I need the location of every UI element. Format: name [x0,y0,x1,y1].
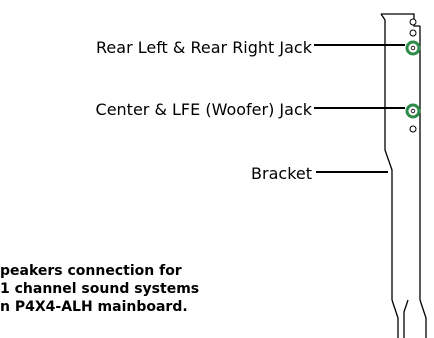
bracket-hole [409,29,417,37]
bracket-hole [409,125,417,133]
bracket-hole [409,18,417,26]
bracket-outline [380,13,427,338]
caption: peakers connection for 1 channel sound s… [0,262,400,316]
rear-jack-icon [405,40,421,56]
bracket-label: Bracket [251,164,312,183]
caption-line-3: n P4X4-ALH mainboard. [0,299,188,315]
caption-line-1: peakers connection for [0,263,182,279]
center-jack-label: Center & LFE (Woofer) Jack [95,100,312,119]
center-jack-icon [405,103,421,119]
caption-line-2: 1 channel sound systems [0,281,200,297]
rear-jack-label: Rear Left & Rear Right Jack [96,38,312,57]
